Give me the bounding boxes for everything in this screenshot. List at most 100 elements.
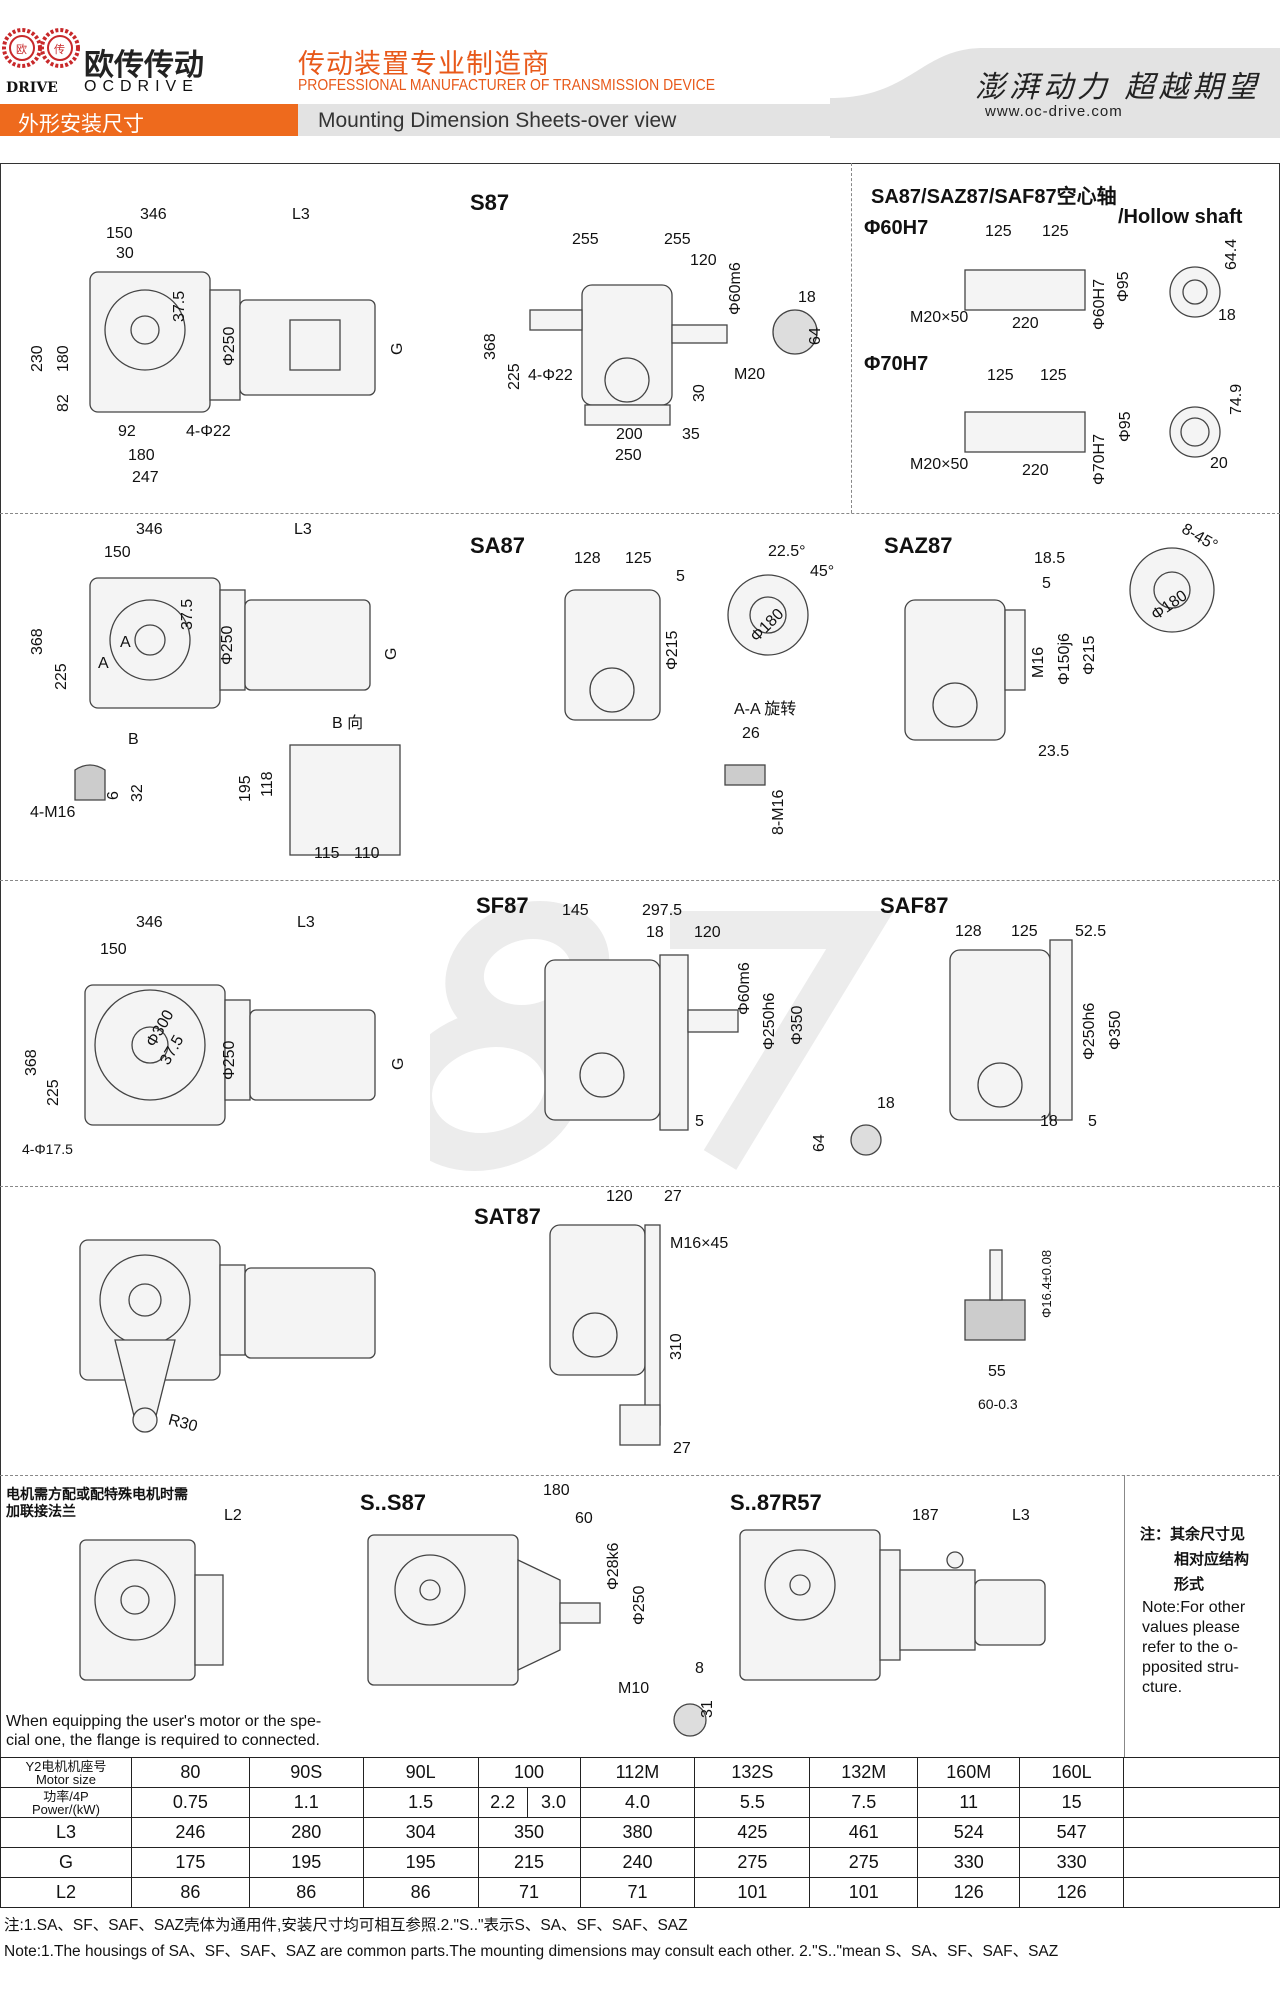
divider xyxy=(0,1475,1280,1476)
slogan: 澎湃动力 超越期望 xyxy=(975,70,1261,105)
side-note-line: cture. xyxy=(1142,1679,1183,1696)
divider xyxy=(1124,1475,1125,1757)
ss87-view xyxy=(367,1534,707,1737)
dim: Φ350 xyxy=(1107,1010,1124,1050)
dim: 4-M16 xyxy=(30,804,76,821)
motor-note-cn-2: 加联接法兰 xyxy=(6,1503,76,1519)
side-note-line: 形式 xyxy=(1174,1576,1205,1593)
motor-flange-view xyxy=(79,1539,224,1681)
dim: 125 xyxy=(625,550,652,567)
dim: Φ250h6 xyxy=(1081,1002,1098,1060)
dim: 255 xyxy=(664,231,691,248)
dim: 200 xyxy=(616,426,643,443)
dim: 180 xyxy=(55,345,72,372)
divider xyxy=(0,880,1280,881)
side-note-line: values please xyxy=(1142,1619,1240,1636)
cell: 246 xyxy=(130,1817,250,1848)
cell: 86 xyxy=(248,1877,364,1908)
cell xyxy=(1123,1877,1280,1908)
cell: 160L xyxy=(1019,1757,1125,1788)
cell: 175 xyxy=(130,1847,250,1878)
side-note-line: 相对应结构 xyxy=(1174,1551,1250,1568)
cell: 86 xyxy=(130,1877,250,1908)
divider xyxy=(0,513,1280,514)
dim: 310 xyxy=(668,1333,685,1360)
dim: 18 xyxy=(1040,1113,1058,1130)
cell xyxy=(1123,1847,1280,1878)
dim: 5 xyxy=(1042,575,1051,592)
dim: Φ28k6 xyxy=(605,1542,622,1590)
logo-text: 欧传传动 xyxy=(84,49,204,82)
dim: 125 xyxy=(987,367,1014,384)
dim: 8 xyxy=(695,1660,704,1677)
dim: 115 xyxy=(314,845,340,862)
cell: 5.5 xyxy=(694,1787,811,1818)
dim: 23.5 xyxy=(1038,743,1070,760)
dim: M16×45 xyxy=(670,1235,729,1252)
dim: 346 xyxy=(136,521,163,538)
dim: 128 xyxy=(574,550,601,567)
s87-front-view xyxy=(529,284,818,426)
sa87-front-view xyxy=(564,574,809,786)
cell: 2.2 xyxy=(477,1787,528,1818)
cell xyxy=(1123,1757,1280,1788)
dim: 225 xyxy=(45,1079,62,1106)
cell: 4.0 xyxy=(579,1787,696,1818)
dim: A xyxy=(120,634,131,651)
side-note-cn: 注：其余尺寸见 相对应结构 形式 xyxy=(1140,1522,1249,1597)
side-note-line: 注：其余尺寸见 xyxy=(1140,1526,1246,1543)
dim: 230 xyxy=(29,345,46,372)
dim: 145 xyxy=(562,902,589,919)
cell: 90L xyxy=(362,1757,479,1788)
dim: 125 xyxy=(1042,223,1069,240)
dim: 225 xyxy=(506,363,523,390)
sf87-title: SF87 xyxy=(476,893,529,918)
dim: Φ95 xyxy=(1115,271,1132,302)
dim: Φ250 xyxy=(631,1585,648,1625)
sa87-side-view xyxy=(74,577,401,856)
dim: 22.5° xyxy=(768,543,806,560)
dim: 37.5 xyxy=(179,598,196,630)
dim: 35 xyxy=(682,426,700,443)
dim: 5 xyxy=(676,568,685,585)
dim: 60-0.3 xyxy=(978,1396,1018,1412)
cell: 80 xyxy=(130,1757,250,1788)
dim: 18 xyxy=(1218,307,1236,324)
motor-note-en-1: When equipping the user's motor or the s… xyxy=(6,1713,322,1730)
dim: L3 xyxy=(1012,1507,1030,1524)
logo-badge-2: 传 xyxy=(54,43,65,56)
section-title-cn: 外形安装尺寸 xyxy=(0,104,298,136)
cell: 280 xyxy=(248,1817,364,1848)
dim: 27 xyxy=(664,1188,682,1205)
cell: 461 xyxy=(809,1817,919,1848)
dim: 37.5 xyxy=(171,290,188,322)
cell: 71 xyxy=(579,1877,696,1908)
cell: 524 xyxy=(917,1817,1021,1848)
cell: 304 xyxy=(362,1817,479,1848)
dim: G xyxy=(390,1057,407,1070)
cell: 425 xyxy=(694,1817,811,1848)
dim: Φ250 xyxy=(221,1040,238,1080)
dim: Φ60m6 xyxy=(736,962,753,1015)
dim: 128 xyxy=(955,923,982,940)
dim: M10 xyxy=(618,1680,650,1697)
dim: 368 xyxy=(23,1049,40,1076)
dim: Φ95 xyxy=(1117,411,1134,442)
cell: 86 xyxy=(362,1877,479,1908)
dim: Φ60H7 xyxy=(1091,278,1108,330)
dim: G xyxy=(389,342,406,355)
dim: 31 xyxy=(699,1700,716,1718)
saf87-view xyxy=(949,939,1073,1121)
dim: M20×50 xyxy=(910,456,969,473)
cell: 101 xyxy=(694,1877,811,1908)
dim: 32 xyxy=(129,784,146,802)
dim: Φ250h6 xyxy=(761,992,778,1050)
cell: 11 xyxy=(917,1787,1021,1818)
cell: 15 xyxy=(1019,1787,1125,1818)
dim: L3 xyxy=(294,521,312,538)
hollow-title: SA87/SAZ87/SAF87空心轴 xyxy=(871,186,1117,208)
section-title-bar xyxy=(298,104,1278,136)
